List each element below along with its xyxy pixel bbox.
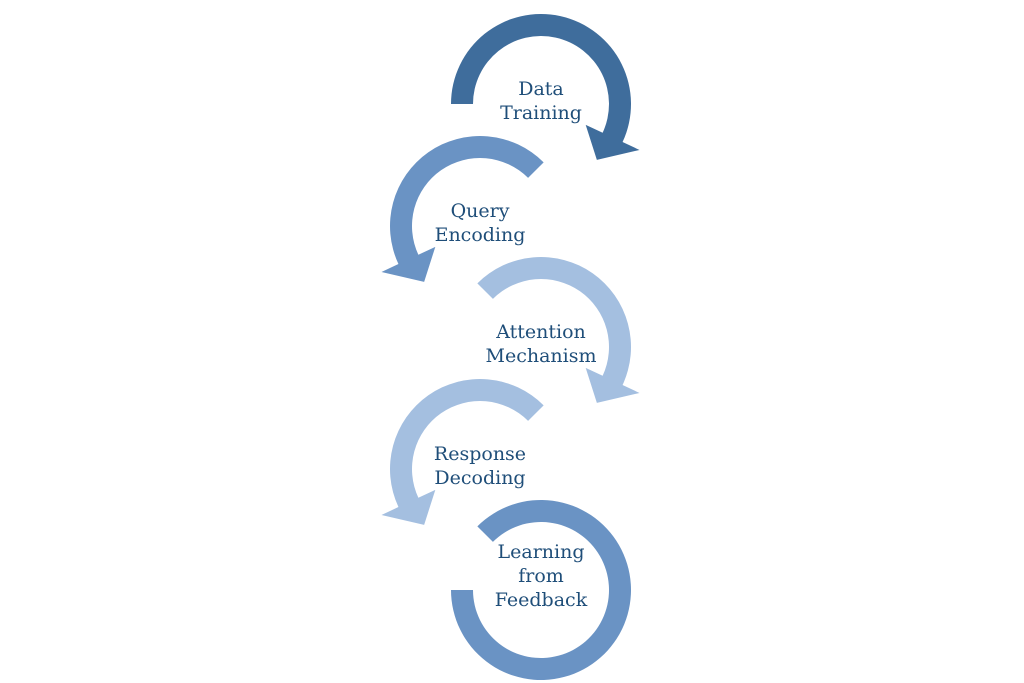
step-label-line: Learning <box>498 541 585 563</box>
step-label-line: Query <box>451 200 510 222</box>
step-label-line: from <box>518 565 564 587</box>
cycle-arcs <box>381 14 640 681</box>
step-label-line: Data <box>518 78 564 100</box>
cycle-arrow-2 <box>381 136 544 282</box>
step-label-line: Mechanism <box>486 345 597 367</box>
cycle-arrow-4 <box>381 379 544 525</box>
step-label-line: Feedback <box>495 589 588 611</box>
step-label-line: Encoding <box>435 224 526 246</box>
cycle-arrow-1 <box>451 14 640 160</box>
step-label-line: Attention <box>495 321 586 343</box>
step-label-line: Response <box>434 443 526 465</box>
step-label-line: Decoding <box>434 467 525 489</box>
cycle-arrow-3 <box>477 256 640 403</box>
step-label-line: Training <box>500 102 582 124</box>
